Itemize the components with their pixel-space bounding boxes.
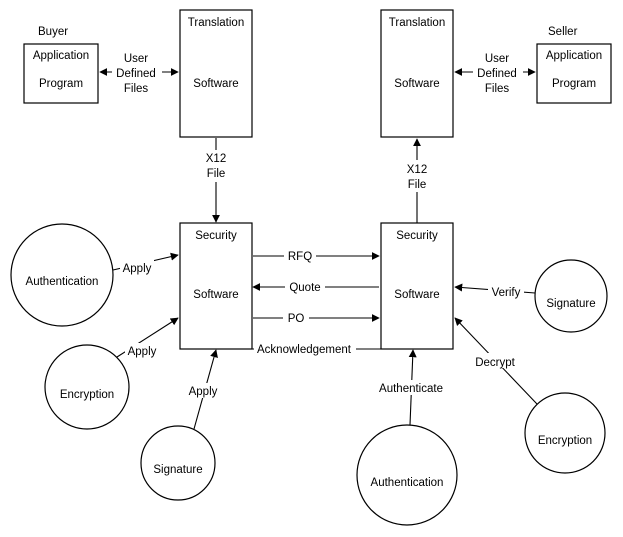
acknowledgement-label: Acknowledgement [254,341,356,356]
seller-authentication-authenticate-label: Authenticate [376,380,446,395]
buyer-authentication-apply-label: Apply [120,260,154,275]
svg-text:Encryption: Encryption [60,389,114,401]
buyer-label: Buyer [38,26,68,38]
svg-text:Apply: Apply [189,386,218,398]
seller-app-line1: Application [546,50,602,62]
buyer-security-software: Security Software [179,222,253,350]
buyer-translation-software: Translation Software [179,9,253,138]
svg-text:Decrypt: Decrypt [475,357,515,369]
seller-application-program: Application Program [536,43,612,104]
po-label: PO [283,310,309,325]
svg-text:Quote: Quote [289,282,320,294]
svg-text:X12: X12 [206,153,226,165]
rfq-label: RFQ [284,248,316,263]
buyer-application-program: Application Program [23,43,99,104]
svg-text:Files: Files [485,83,510,95]
svg-text:X12: X12 [407,164,427,176]
buyer-x12-file-label: X12 File [200,150,232,182]
seller-encryption-decrypt-label: Decrypt [472,353,518,369]
seller-encryption-circle: Encryption [524,392,606,474]
svg-text:Authenticate: Authenticate [379,383,443,395]
svg-text:Verify: Verify [492,287,521,299]
buyer-app-line2: Program [39,78,83,90]
svg-text:Files: Files [124,83,149,95]
svg-text:File: File [408,179,427,191]
seller-translation-title: Translation [389,17,445,29]
svg-text:Signature: Signature [153,464,202,476]
buyer-authentication-circle: Authentication [10,223,114,327]
buyer-security-title: Security [195,230,237,242]
seller-translation-body: Software [394,78,439,90]
buyer-signature-apply-label: Apply [186,383,220,398]
svg-text:Authentication: Authentication [26,276,99,288]
seller-security-software: Security Software [380,222,454,350]
svg-text:Signature: Signature [546,298,595,310]
buyer-app-line1: Application [33,50,89,62]
svg-text:User: User [124,53,148,65]
buyer-signature-circle: Signature [140,425,216,501]
svg-text:PO: PO [288,313,305,325]
svg-text:Apply: Apply [128,346,157,358]
seller-translation-software: Translation Software [380,9,454,138]
buyer-encryption-apply-label: Apply [125,343,159,358]
quote-label: Quote [285,279,325,294]
seller-authentication-circle: Authentication [356,424,458,526]
buyer-translation-body: Software [193,78,238,90]
seller-user-defined-files-label: User Defined Files [473,50,523,98]
svg-text:RFQ: RFQ [288,251,312,263]
svg-text:File: File [207,168,226,180]
svg-text:Apply: Apply [123,263,152,275]
buyer-user-defined-files-label: User Defined Files [112,50,162,98]
buyer-translation-title: Translation [188,17,244,29]
seller-signature-verify-label: Verify [488,284,524,299]
seller-security-title: Security [396,230,438,242]
svg-text:Defined: Defined [116,68,156,80]
buyer-encryption-circle: Encryption [44,344,130,430]
svg-text:User: User [485,53,509,65]
svg-text:Acknowledgement: Acknowledgement [257,344,352,356]
seller-security-body: Software [394,289,439,301]
svg-text:Encryption: Encryption [538,435,592,447]
seller-app-line2: Program [552,78,596,90]
svg-text:Authentication: Authentication [371,477,444,489]
buyer-security-body: Software [193,289,238,301]
svg-text:Defined: Defined [477,68,517,80]
seller-x12-file-label: X12 File [401,160,433,192]
seller-signature-circle: Signature [534,259,608,333]
seller-label: Seller [548,26,578,38]
